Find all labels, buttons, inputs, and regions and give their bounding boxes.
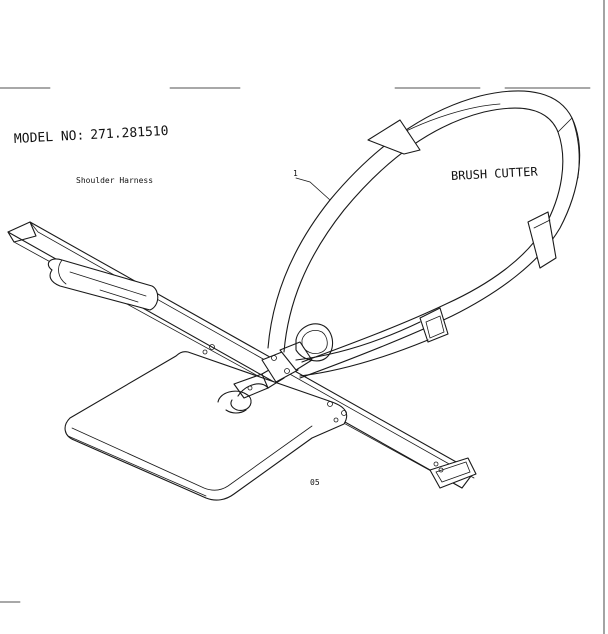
slide-adjuster <box>419 307 449 343</box>
lower-connector-strap <box>295 321 429 377</box>
diagram-subtitle: Shoulder Harness <box>76 176 154 185</box>
hip-pad <box>64 344 348 501</box>
shoulder-loop-strap <box>267 90 581 379</box>
callout-leader <box>295 177 331 201</box>
center-buckle <box>261 341 313 383</box>
part-callout-number: 1 <box>293 169 298 178</box>
figure-number: 05 <box>310 478 320 487</box>
strap-pad-roll <box>47 258 159 311</box>
